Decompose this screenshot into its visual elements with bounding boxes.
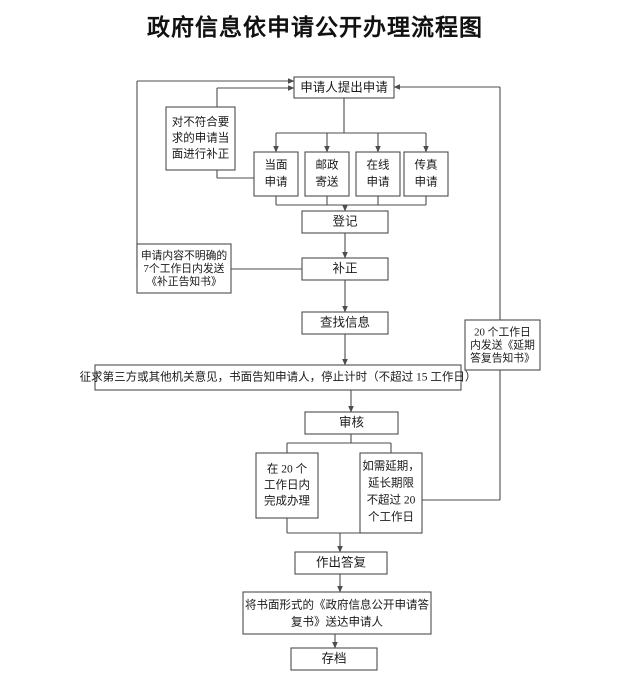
node-method-online-line2: 申请 — [367, 176, 390, 189]
node-search-info[interactable]: 查找信息 — [301, 311, 389, 335]
node-third-party-consult[interactable]: 征求第三方或其他机关意见，书面告知申请人，停止计时（不超过 15 工作日） — [80, 364, 477, 391]
node-method-f2f-line1: 当面 — [265, 158, 288, 172]
node-method-fax-line2: 申请 — [415, 176, 438, 189]
node-method-fax-line1: 传真 — [415, 158, 438, 172]
node-notice-extension-line1: 20 个工作日 — [474, 325, 531, 338]
edge-f2f-to-correct — [216, 170, 254, 179]
edge-correct-to-apply — [216, 85, 295, 107]
node-supplement-label: 补正 — [332, 260, 357, 275]
node-correct-line2: 求的申请当 — [172, 131, 230, 145]
node-correct-line1: 对不符合要 — [172, 115, 230, 129]
node-extension[interactable]: 如需延期， 延长期限 不超过 20 个工作日 — [359, 452, 423, 534]
node-make-reply-label: 作出答复 — [316, 554, 367, 569]
node-notice-extension[interactable]: 20 个工作日 内发送《延期 答复告知书》 — [464, 319, 541, 371]
node-review-label: 审核 — [339, 414, 365, 429]
node-deliver-line2: 复书》送达申请人 — [291, 615, 383, 629]
node-method-face-to-face[interactable]: 当面 申请 — [253, 151, 299, 197]
node-method-postal[interactable]: 邮政 寄送 — [304, 151, 350, 197]
node-register[interactable]: 登记 — [301, 210, 389, 234]
node-correct-line3: 面进行补正 — [172, 148, 230, 161]
page-title: 政府信息依申请公开办理流程图 — [147, 15, 483, 40]
node-review[interactable]: 审核 — [304, 411, 399, 435]
node-correct-face-to-face[interactable]: 对不符合要 求的申请当 面进行补正 — [165, 106, 236, 171]
edge-review-to-branches — [286, 434, 392, 453]
node-method-online-line1: 在线 — [367, 158, 390, 172]
edge-methods-to-register — [275, 196, 427, 212]
edge-extend-to-noticeext-loop — [393, 84, 501, 501]
edge-noticefix-loop-to-apply — [136, 78, 295, 269]
node-method-postal-line2: 寄送 — [316, 175, 339, 189]
node-third-party-label: 征求第三方或其他机关意见，书面告知申请人，停止计时（不超过 15 工作日） — [80, 370, 477, 384]
node-register-label: 登记 — [332, 213, 358, 228]
node-archive-label: 存档 — [321, 651, 346, 665]
node-deliver-line1: 将书面形式的《政府信息公开申请答 — [245, 598, 429, 612]
edge-apply-to-methods — [273, 98, 429, 153]
node-make-reply[interactable]: 作出答复 — [294, 551, 388, 575]
node-supplement[interactable]: 补正 — [301, 257, 389, 281]
node-extension-line2: 延长期限 — [368, 477, 414, 490]
node-notice-extension-line2: 内发送《延期 — [470, 337, 535, 351]
node-search-info-label: 查找信息 — [320, 314, 370, 329]
node-notice-supplement-line3: 《补正告知书》 — [146, 274, 222, 288]
node-method-f2f-line2: 申请 — [265, 176, 288, 189]
node-notice-supplement-line1: 申请内容不明确的 — [141, 248, 228, 262]
node-notice-supplement[interactable]: 申请内容不明确的 7个工作日内发送 《补正告知书》 — [136, 243, 232, 294]
node-apply[interactable]: 申请人提出申请 — [293, 76, 395, 99]
node-complete-line1: 在 20 个 — [267, 463, 308, 476]
node-extension-line3: 不超过 20 — [367, 493, 416, 507]
node-extension-line4: 个工作日 — [368, 511, 414, 524]
node-method-online[interactable]: 在线 申请 — [355, 151, 401, 197]
node-complete-within-20-days[interactable]: 在 20 个 工作日内 完成办理 — [255, 452, 319, 519]
node-deliver-reply[interactable]: 将书面形式的《政府信息公开申请答 复书》送达申请人 — [242, 591, 432, 635]
node-extension-line1: 如需延期， — [362, 459, 420, 473]
node-apply-label: 申请人提出申请 — [300, 79, 388, 94]
node-complete-line3: 完成办理 — [264, 494, 310, 508]
node-notice-supplement-line2: 7个工作日内发送 — [144, 261, 225, 275]
node-method-postal-line1: 邮政 — [316, 158, 339, 172]
node-method-fax[interactable]: 传真 申请 — [403, 151, 449, 197]
node-notice-extension-line3: 答复告知书》 — [470, 350, 535, 364]
node-complete-line2: 工作日内 — [264, 478, 310, 492]
node-archive[interactable]: 存档 — [290, 647, 378, 671]
